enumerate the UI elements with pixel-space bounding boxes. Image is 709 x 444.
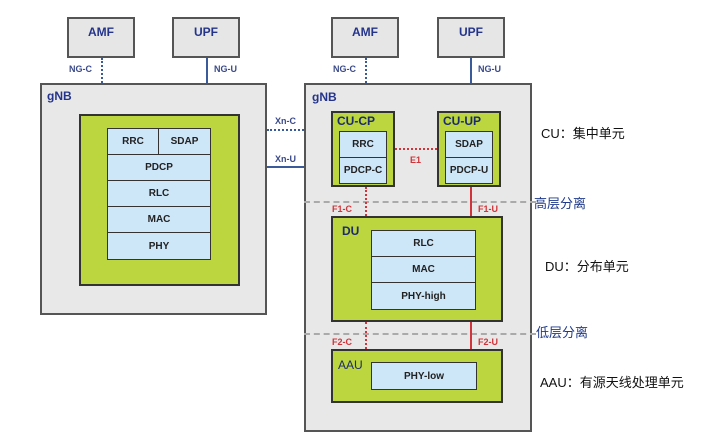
cu-cp-title: CU-CP [337,114,375,128]
cu-annotation: CU：集中单元 [541,126,625,141]
du-mac-layer: MAC [371,256,476,283]
left-phy-layer: PHY [107,232,211,260]
du-rlc-layer: RLC [371,230,476,257]
low-split-line [304,333,536,335]
low-split-annotation: 低层分离 [536,325,589,340]
e1-link [395,148,437,150]
right-amf-box: AMF [331,17,399,58]
f1-u-link [470,187,472,216]
left-mac-layer: MAC [107,206,211,233]
left-amf-box: AMF [67,17,135,58]
du-annotation: DU：分布单元 [545,259,629,274]
left-ng-u-label: NG-U [214,64,237,74]
cu-cp-rrc-layer: RRC [339,131,387,158]
left-upf-box: UPF [172,17,240,58]
cu-up-pdcp-u-layer: PDCP-U [445,157,493,184]
e1-label: E1 [410,155,422,165]
cu-up-sdap-layer: SDAP [445,131,493,158]
left-rrc-layer: RRC [107,128,159,155]
right-upf-box: UPF [437,17,505,58]
left-gnb-label: gNB [47,89,72,103]
xn-u-label: Xn-U [275,154,296,164]
left-pdcp-layer: PDCP [107,154,211,181]
left-rlc-layer: RLC [107,180,211,207]
xn-c-label: Xn-C [275,116,296,126]
aau-phy-low-layer: PHY-low [371,362,477,390]
f1-u-label: F1-U [478,204,498,214]
right-ng-u-link [470,58,472,83]
high-split-line [304,201,536,203]
left-amf-label: AMF [88,25,114,39]
right-ng-c-label: NG-C [333,64,356,74]
f2-u-label: F2-U [478,337,498,347]
aau-annotation: AAU：有源天线处理单元 [540,375,684,390]
left-upf-label: UPF [194,25,218,39]
f2-c-link [365,322,367,349]
right-amf-label: AMF [352,25,378,39]
left-sdap-layer: SDAP [158,128,211,155]
high-split-annotation: 高层分离 [534,196,587,211]
du-phy-high-layer: PHY-high [371,282,476,310]
f1-c-label: F1-C [332,204,352,214]
f1-c-link [365,187,367,216]
right-gnb-label: gNB [312,90,337,104]
du-title: DU [342,224,360,238]
cu-cp-pdcp-c-layer: PDCP-C [339,157,387,184]
xn-c-link [267,129,304,131]
right-upf-label: UPF [459,25,483,39]
cu-up-title: CU-UP [443,114,481,128]
left-ng-c-label: NG-C [69,64,92,74]
left-ng-c-link [101,58,103,83]
f2-c-label: F2-C [332,337,352,347]
xn-u-link [267,166,304,168]
aau-title: AAU [338,358,363,372]
f2-u-link [470,322,472,349]
right-ng-c-link [365,58,367,83]
left-ng-u-link [206,58,208,83]
right-ng-u-label: NG-U [478,64,501,74]
